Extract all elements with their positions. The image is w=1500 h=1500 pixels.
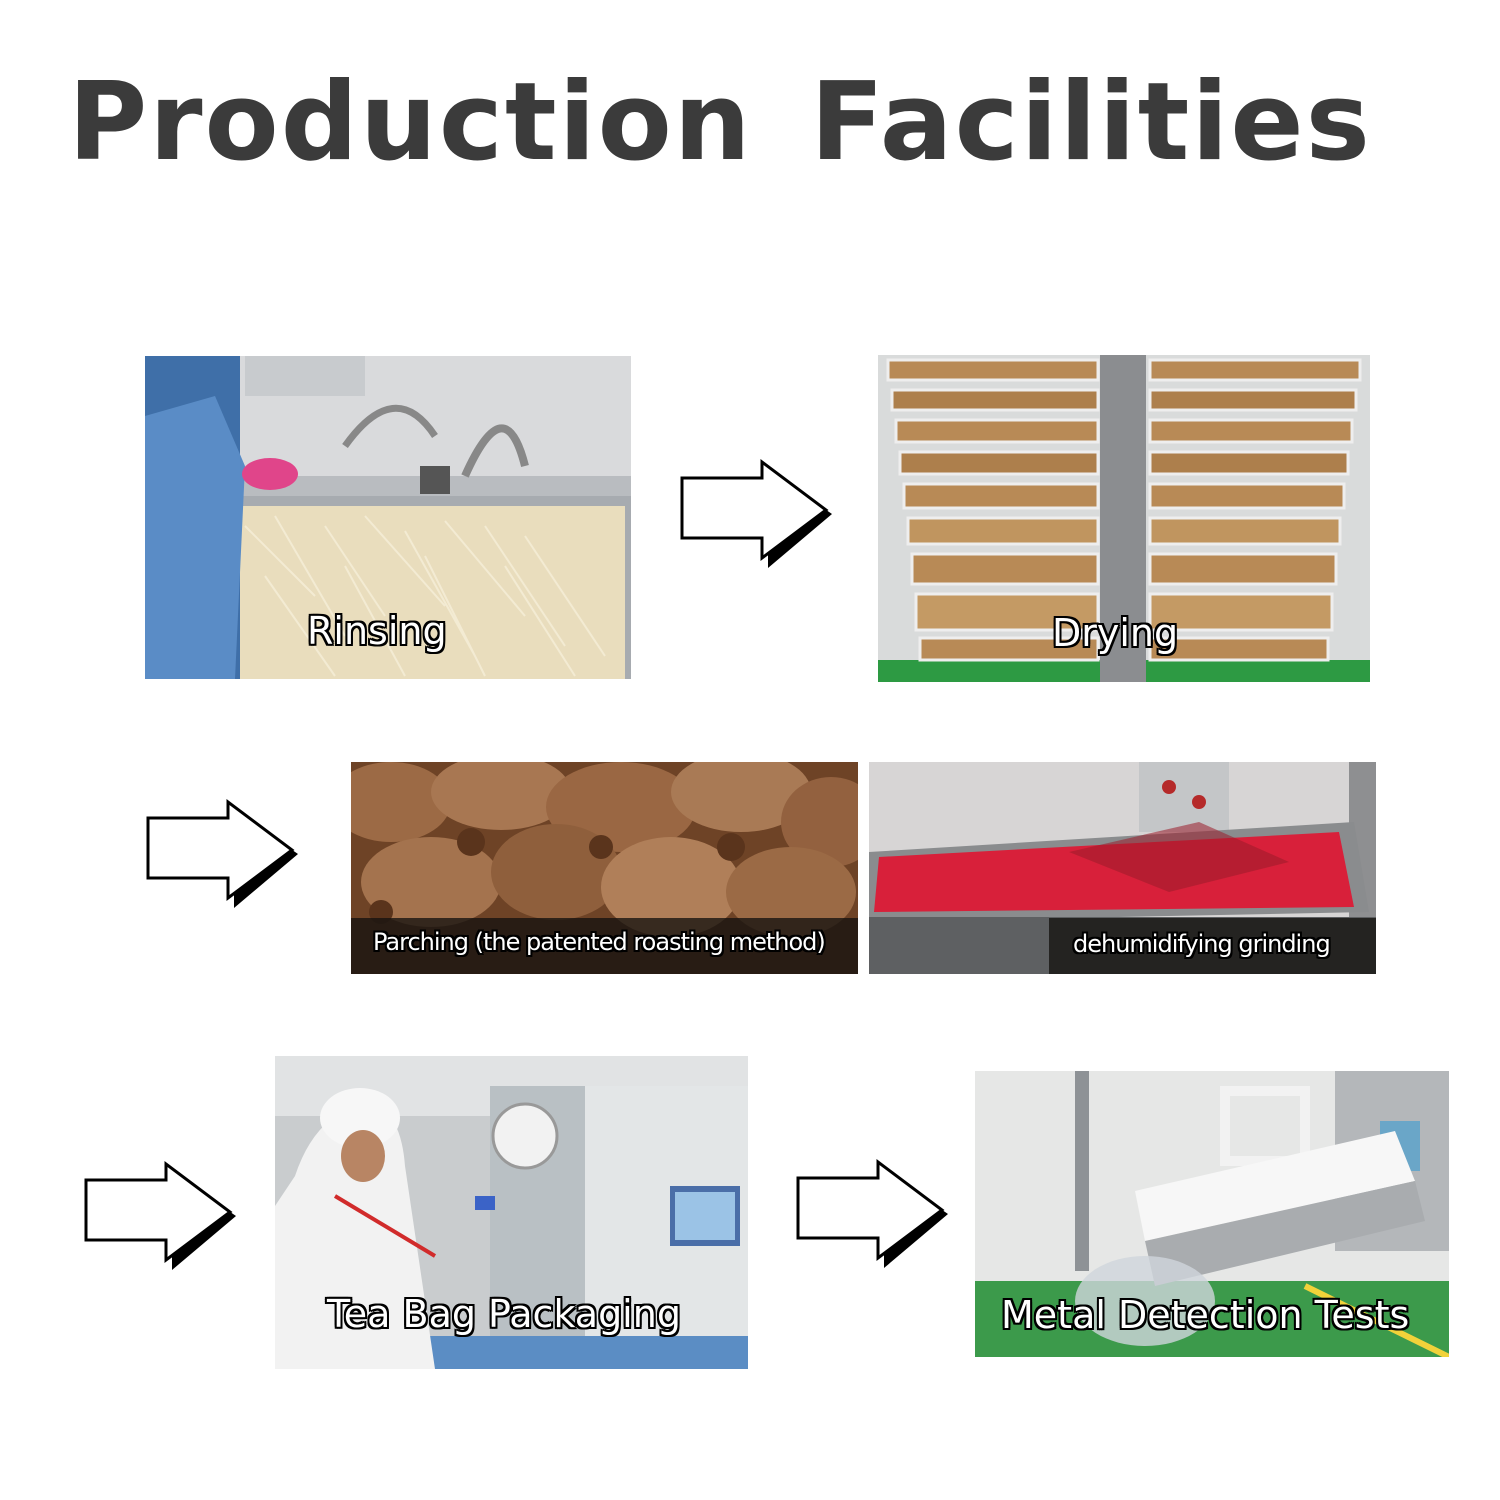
packaging-label: Tea Bag Packaging	[327, 1292, 681, 1336]
page-title: Production Facilities	[68, 60, 1372, 185]
parching-label: Parching (the patented roasting method)	[373, 928, 826, 956]
grinding-photo: dehumidifying grinding	[869, 762, 1376, 974]
right-arrow-icon	[84, 1161, 236, 1270]
right-arrow-icon	[680, 459, 832, 568]
drying-label: Drying	[1052, 611, 1179, 655]
right-arrow-icon	[796, 1159, 948, 1268]
grinding-caption-band	[1049, 918, 1376, 974]
metal-detection-photo: Metal Detection Tests	[975, 1071, 1449, 1357]
rinsing-label: Rinsing	[307, 609, 447, 653]
parching-caption-band	[351, 918, 858, 974]
drying-photo: Drying	[878, 355, 1370, 682]
parching-photo: Parching (the patented roasting method)	[351, 762, 858, 974]
right-arrow-icon	[146, 799, 298, 908]
metal-detection-label: Metal Detection Tests	[1001, 1293, 1410, 1337]
grinding-label: dehumidifying grinding	[1073, 930, 1331, 958]
rinsing-photo: Rinsing	[145, 356, 631, 679]
packaging-photo: Tea Bag Packaging	[275, 1056, 748, 1369]
